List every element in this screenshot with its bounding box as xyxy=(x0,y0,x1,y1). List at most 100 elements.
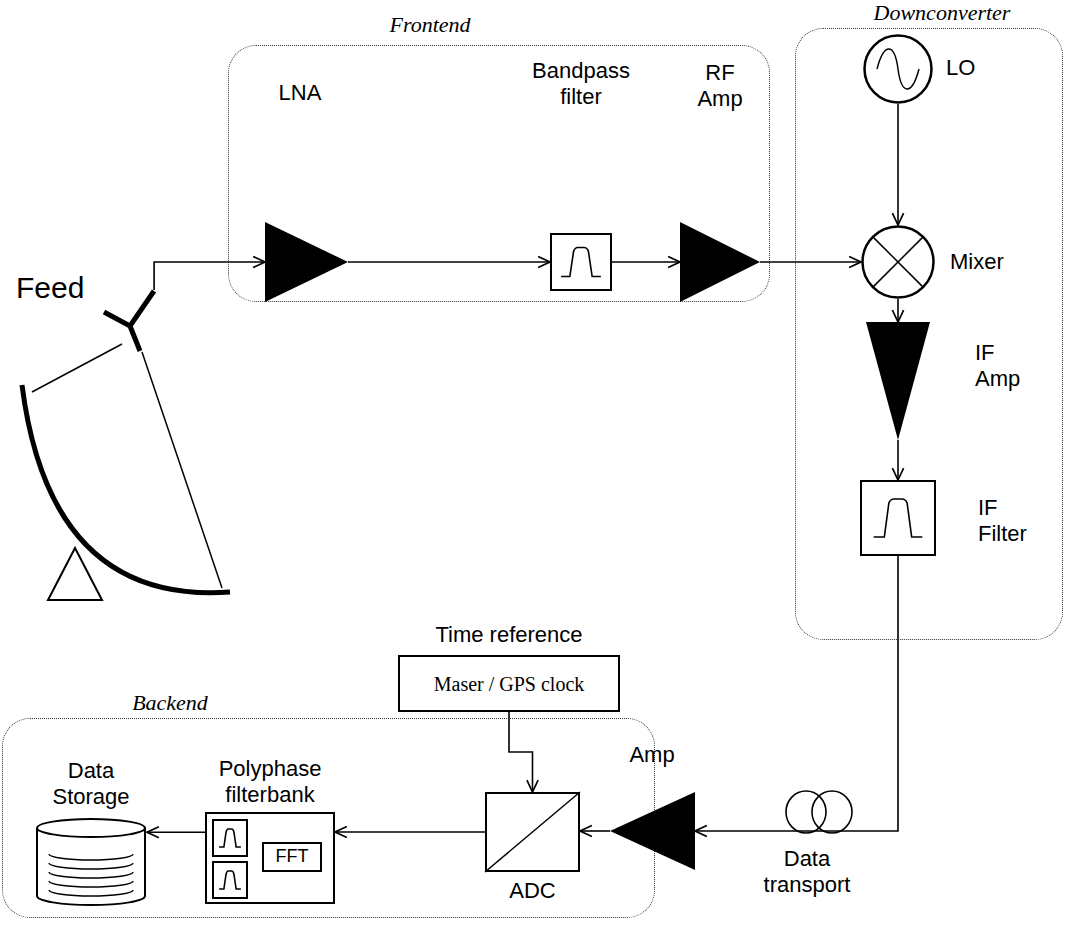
text-slot: Backend xyxy=(100,690,240,716)
amplifier-symbol: IF Amp xyxy=(866,322,930,440)
amplifier-symbol: LNA xyxy=(265,222,348,302)
fft-box: FFT xyxy=(262,842,322,872)
component-label: Mixer xyxy=(950,249,1040,275)
fiber-coil xyxy=(786,791,826,833)
box-outline xyxy=(550,233,612,291)
bandpass-curve xyxy=(874,499,923,537)
amplifier-triangle xyxy=(265,222,348,302)
symbol xyxy=(98,290,164,352)
signal-connector xyxy=(580,830,610,832)
signal-connector xyxy=(154,262,265,290)
text-slot: Maser / GPS clock xyxy=(398,655,620,712)
bandpass-curve xyxy=(219,871,241,889)
signal-connector xyxy=(897,104,899,225)
text-slot: Data Storage xyxy=(36,758,146,811)
mixer-cross xyxy=(873,237,923,287)
mini-filter-box xyxy=(213,862,247,898)
bandpass-curve xyxy=(561,248,601,277)
bandpass-curve xyxy=(219,829,241,847)
component-label: Backend xyxy=(100,690,240,716)
text-slot: IF Filter xyxy=(978,495,1040,548)
circle-outline xyxy=(865,36,932,103)
symbol xyxy=(860,480,936,556)
mixer-cross xyxy=(873,237,923,287)
signal-connector xyxy=(147,831,205,833)
signal-connector xyxy=(760,261,861,263)
box-outline xyxy=(860,480,936,556)
time-reference-box: Time referenceMaser / GPS clock xyxy=(398,655,620,712)
box-text: FFT xyxy=(276,846,309,868)
frontend-group: FrontendLNABandpass filterRF Amp xyxy=(228,45,770,302)
component-label: Frontend xyxy=(320,12,540,38)
signal-connector xyxy=(897,299,899,322)
feed-horn-shape xyxy=(104,291,154,351)
fiber-coil xyxy=(812,791,852,833)
text-slot: Downconverter xyxy=(822,0,1062,26)
downconverter-group: DownconverterLOMixerIF AmpIF Filter xyxy=(795,28,1063,640)
mixer-symbol: Mixer xyxy=(861,225,935,299)
text-slot: Time reference xyxy=(398,622,620,648)
cylinder-top xyxy=(37,819,145,837)
text-slot: LO xyxy=(946,55,1006,81)
filterbank-box: Polyphase filterbankFFT xyxy=(205,812,335,904)
symbol xyxy=(861,225,935,299)
signal-connector xyxy=(509,712,533,792)
box-text: Maser / GPS clock xyxy=(434,672,585,696)
platter-line xyxy=(49,863,133,869)
adc-box: ADC xyxy=(485,792,580,872)
feed-strut xyxy=(32,344,122,392)
text-slot: Bandpass filter xyxy=(521,58,641,111)
symbol xyxy=(680,222,760,302)
amplifier-symbol: Amp xyxy=(610,792,695,870)
text-slot: FFT xyxy=(262,842,322,872)
amplifier-symbol: RF Amp xyxy=(680,222,760,302)
signal-connector xyxy=(695,556,898,831)
sine-wave xyxy=(877,49,919,89)
component-label: ADC xyxy=(490,878,575,904)
component-label: Downconverter xyxy=(822,0,1062,26)
adc-diagonal xyxy=(485,792,580,872)
feed-horn: Feed xyxy=(98,290,164,352)
mini-filter-box xyxy=(213,820,247,856)
component-label: Polyphase filterbank xyxy=(200,756,340,809)
symbol xyxy=(863,34,933,104)
bandpass-filter: Bandpass filter xyxy=(550,233,612,291)
component-label: LO xyxy=(946,55,1006,81)
text-slot: Mixer xyxy=(950,249,1040,275)
backend-group: BackendData StoragePolyphase filterbankF… xyxy=(2,718,655,918)
platter-line xyxy=(49,872,133,878)
amplifier-triangle xyxy=(610,792,695,870)
symbol xyxy=(485,792,580,872)
platter-line xyxy=(49,881,133,887)
text-slot: ADC xyxy=(490,878,575,904)
component-label: LNA xyxy=(255,80,345,106)
dish-reflector xyxy=(22,385,230,593)
text-slot: RF Amp xyxy=(685,60,755,113)
symbol xyxy=(550,233,612,291)
text-slot: LNA xyxy=(255,80,345,106)
text-slot: Frontend xyxy=(320,12,540,38)
label-slot: Data transport xyxy=(752,846,862,899)
symbol xyxy=(265,222,348,302)
text-slot: Polyphase filterbank xyxy=(200,756,340,809)
component-label: IF Filter xyxy=(978,495,1040,548)
amplifier-triangle xyxy=(680,222,760,302)
component-label: Amp xyxy=(617,742,687,768)
text-slot: Feed xyxy=(16,270,116,306)
component-label: Feed xyxy=(16,270,116,306)
if-filter: IF Filter xyxy=(860,480,936,556)
component-label: Time reference xyxy=(398,622,620,648)
feed-strut xyxy=(142,352,222,588)
storage-cylinder: Data Storage xyxy=(35,818,147,906)
symbol xyxy=(610,792,695,870)
cylinder-body xyxy=(37,828,145,905)
transport-label: Data transport xyxy=(752,846,862,899)
platter-line xyxy=(49,854,133,860)
signal-connector xyxy=(348,261,550,263)
symbol xyxy=(35,818,147,906)
oscillator-symbol: LO xyxy=(863,34,933,104)
